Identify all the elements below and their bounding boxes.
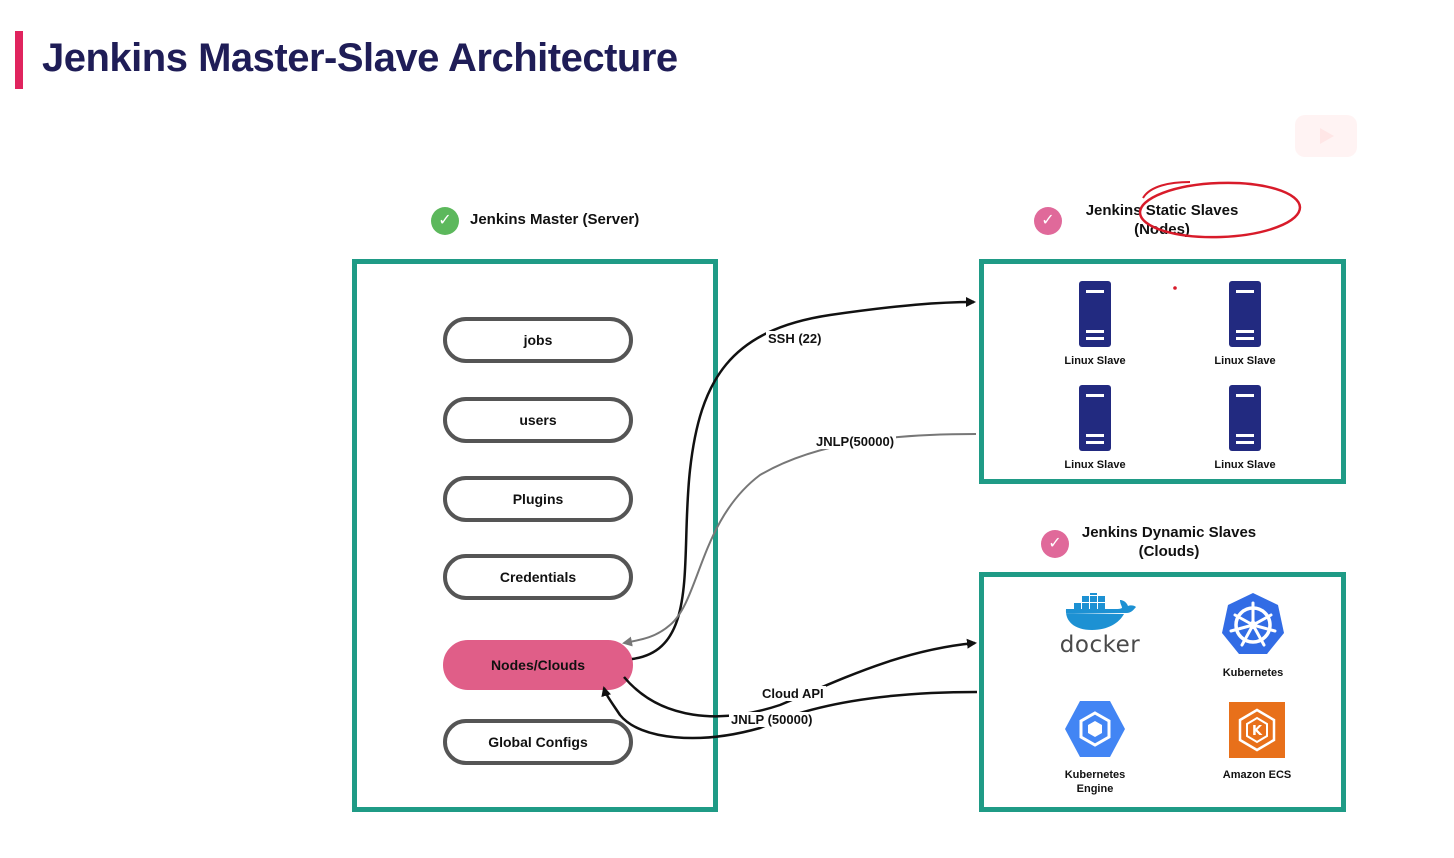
static-slaves-box: Linux Slave Linux Slave Linux Slave Linu… bbox=[979, 259, 1346, 484]
ssh-label: SSH (22) bbox=[766, 331, 824, 346]
linux-slave-label: Linux Slave bbox=[1064, 355, 1126, 367]
jnlp-cloud-arrow bbox=[601, 686, 978, 740]
dynamic-slaves-box: docker Kubernetes Kubernetes bbox=[979, 572, 1346, 812]
server-icon bbox=[1229, 281, 1261, 347]
kubernetes-icon bbox=[1222, 593, 1284, 654]
master-heading: Jenkins Master (Server) bbox=[470, 211, 640, 228]
jnlp-static-arrow bbox=[622, 433, 977, 647]
dynamic-heading-line1: Jenkins Dynamic Slaves bbox=[1081, 524, 1257, 541]
dynamic-slaves-heading: Jenkins Dynamic Slaves (Clouds) bbox=[1071, 523, 1267, 561]
kubernetes-item: Kubernetes bbox=[1193, 591, 1313, 680]
amazon-ecs-icon: K bbox=[1229, 702, 1285, 758]
ssh-arrow bbox=[631, 297, 976, 661]
master-item-credentials: Credentials bbox=[443, 554, 633, 600]
check-icon: ✓ bbox=[431, 207, 459, 235]
annotation-dot bbox=[1173, 286, 1177, 290]
kubernetes-label: Kubernetes bbox=[1222, 667, 1284, 679]
amazon-ecs-label: Amazon ECS bbox=[1222, 769, 1292, 781]
server-icon bbox=[1079, 385, 1111, 451]
slide-title: Jenkins Master-Slave Architecture bbox=[42, 36, 678, 80]
server-icon bbox=[1229, 385, 1261, 451]
linux-slave-node: Linux Slave bbox=[1040, 281, 1150, 367]
linux-slave-node: Linux Slave bbox=[1190, 281, 1300, 367]
linux-slave-label: Linux Slave bbox=[1214, 459, 1276, 471]
kubernetes-engine-line1: Kubernetes bbox=[1064, 769, 1126, 781]
linux-slave-label: Linux Slave bbox=[1214, 355, 1276, 367]
play-icon bbox=[1295, 115, 1357, 157]
jnlp-static-label: JNLP(50000) bbox=[814, 434, 897, 449]
cloud-api-label: Cloud API bbox=[760, 686, 826, 701]
dynamic-heading-line2: (Clouds) bbox=[1138, 543, 1200, 560]
docker-icon bbox=[1065, 589, 1136, 630]
master-item-jobs: jobs bbox=[443, 317, 633, 363]
title-accent-bar bbox=[15, 31, 23, 89]
kubernetes-engine-icon bbox=[1065, 701, 1125, 757]
amazon-ecs-item: K Amazon ECS bbox=[1197, 701, 1317, 782]
check-icon: ✓ bbox=[1034, 207, 1062, 235]
docker-wordmark: docker bbox=[1059, 632, 1141, 658]
server-icon bbox=[1079, 281, 1111, 347]
master-item-nodes-clouds: Nodes/Clouds bbox=[443, 640, 633, 690]
master-item-users: users bbox=[443, 397, 633, 443]
docker-item: docker bbox=[1040, 589, 1160, 658]
annotation-circle bbox=[1138, 181, 1302, 239]
linux-slave-node: Linux Slave bbox=[1190, 385, 1300, 471]
cloud-api-arrow bbox=[623, 638, 977, 718]
master-item-plugins: Plugins bbox=[443, 476, 633, 522]
master-box: jobs users Plugins Credentials Nodes/Clo… bbox=[352, 259, 718, 812]
linux-slave-label: Linux Slave bbox=[1064, 459, 1126, 471]
kubernetes-engine-label: Kubernetes Engine bbox=[1035, 768, 1155, 796]
annotation-tail bbox=[1142, 181, 1191, 199]
check-icon: ✓ bbox=[1041, 530, 1069, 558]
master-item-global-configs: Global Configs bbox=[443, 719, 633, 765]
kubernetes-engine-item: Kubernetes Engine bbox=[1035, 699, 1155, 796]
jnlp-cloud-label: JNLP (50000) bbox=[729, 712, 815, 727]
linux-slave-node: Linux Slave bbox=[1040, 385, 1150, 471]
kubernetes-engine-line2: Engine bbox=[1076, 783, 1114, 795]
static-heading-line1: Jenkins Static Slaves bbox=[1085, 202, 1239, 219]
svg-text:K: K bbox=[1252, 724, 1263, 739]
